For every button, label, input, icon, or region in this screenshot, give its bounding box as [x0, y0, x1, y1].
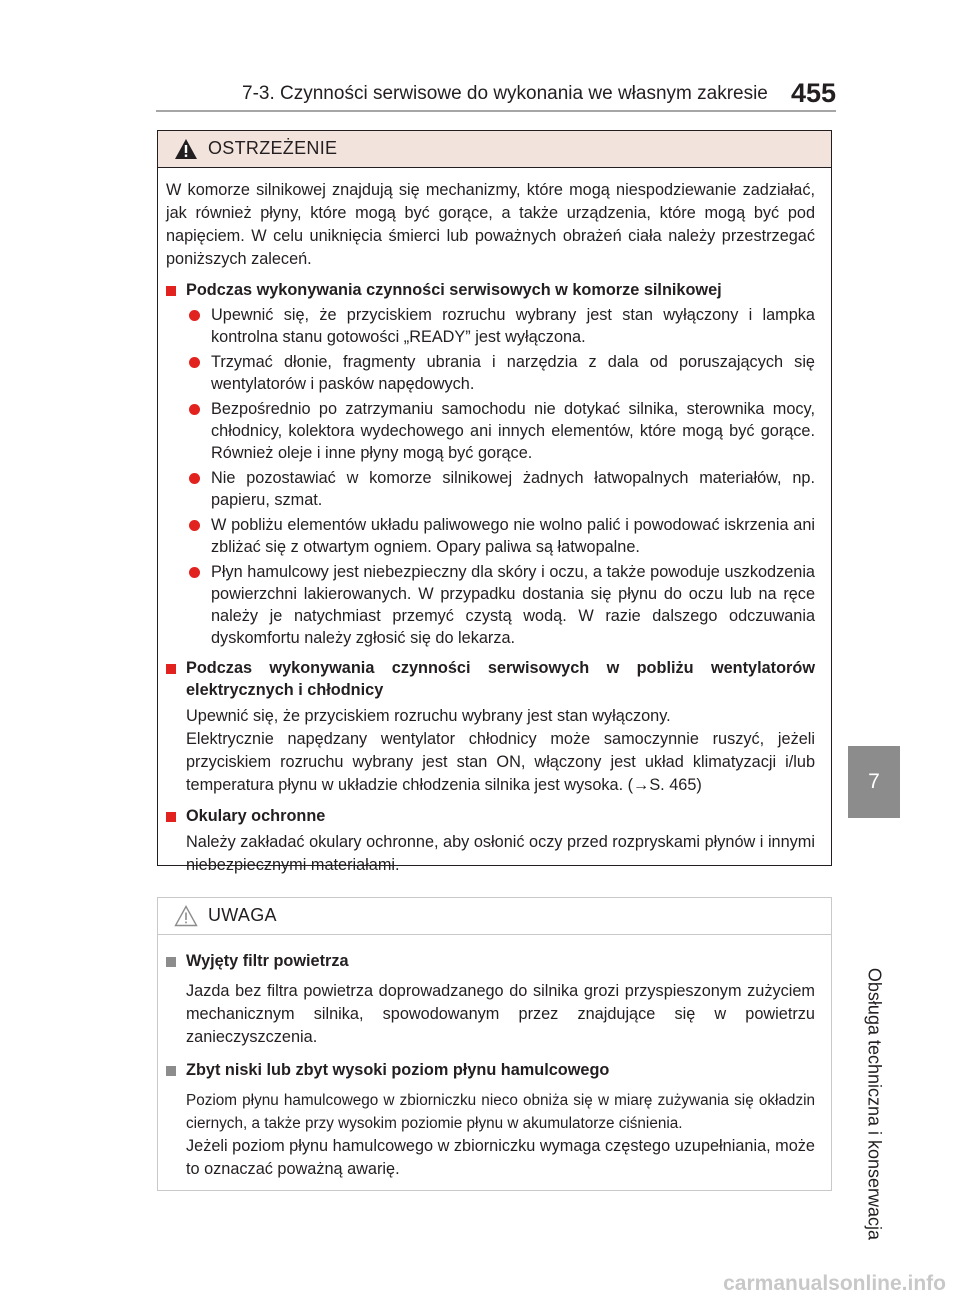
bullet-item: Nie pozostawiać w komorze silnikowej żad…	[186, 467, 815, 511]
bullet-item: Bezpośrednio po zatrzymaniu samochodu ni…	[186, 398, 815, 464]
bullet-item: W pobliżu elementów układu paliwowego ni…	[186, 514, 815, 558]
red-dot-icon	[189, 520, 200, 531]
section-body: Upewnić się, że przyciskiem rozruchu wyb…	[186, 707, 671, 725]
notice-title: UWAGA	[208, 905, 277, 925]
chapter-tab-number: 7	[848, 746, 900, 818]
red-dot-icon	[189, 567, 200, 578]
section-body: Jeżeli poziom płynu hamulcowego w zbiorn…	[186, 1137, 815, 1178]
page-header: 7-3. Czynności serwisowe do wykonania we…	[156, 78, 836, 112]
red-square-icon	[166, 286, 176, 296]
warning-triangle-icon	[175, 139, 197, 159]
red-dot-icon	[189, 310, 200, 321]
warning-section-2: Podczas wykonywania czynności serwisowyc…	[166, 657, 815, 797]
section-body: Elektrycznie napędzany wentylator chłodn…	[186, 730, 815, 794]
page-number: 455	[790, 78, 836, 108]
notice-section-2: Zbyt niski lub zbyt wysoki poziom płynu …	[166, 1059, 815, 1181]
warning-box: OSTRZEŻENIE W komorze silnikowej znajduj…	[157, 130, 832, 874]
red-dot-icon	[189, 357, 200, 368]
section-body: Należy zakładać okulary ochronne, aby os…	[186, 833, 815, 874]
chapter-title: 7-3. Czynności serwisowe do wykonania we…	[242, 83, 768, 104]
section-body: Jazda bez filtra powietrza doprowadzaneg…	[186, 982, 815, 1046]
caution-triangle-icon	[174, 905, 198, 927]
bullet-item: Trzymać dłonie, fragmenty ubrania i narz…	[186, 351, 815, 395]
bullet-text: Upewnić się, że przyciskiem rozruchu wyb…	[211, 306, 815, 346]
gray-square-icon	[166, 957, 176, 967]
notice-section-1: Wyjęty filtr powietrza Jazda bez filtra …	[166, 950, 815, 1049]
bullet-text: Nie pozostawiać w komorze silnikowej żad…	[211, 469, 815, 509]
warning-section-1: Podczas wykonywania czynności serwisowyc…	[166, 279, 815, 649]
section-heading: Zbyt niski lub zbyt wysoki poziom płynu …	[186, 1061, 610, 1079]
bullet-text: Płyn hamulcowy jest niebezpieczny dla sk…	[211, 563, 815, 647]
gray-square-icon	[166, 1066, 176, 1076]
warning-intro: W komorze silnikowej znajdują się mechan…	[166, 181, 815, 268]
warning-content: W komorze silnikowej znajdują się mechan…	[166, 179, 815, 877]
section-heading: Wyjęty filtr powietrza	[186, 952, 349, 970]
warning-title: OSTRZEŻENIE	[208, 138, 338, 158]
red-dot-icon	[189, 404, 200, 415]
section-heading: Podczas wykonywania czynności serwisowyc…	[186, 659, 815, 699]
bullet-text: W pobliżu elementów układu paliwowego ni…	[211, 516, 815, 556]
notice-box: UWAGA Wyjęty filtr powietrza Jazda bez f…	[157, 897, 832, 1191]
red-square-icon	[166, 812, 176, 822]
red-square-icon	[166, 664, 176, 674]
notice-header: UWAGA	[158, 898, 831, 935]
warning-header: OSTRZEŻENIE	[158, 131, 831, 168]
section-heading: Okulary ochronne	[186, 807, 326, 825]
red-dot-icon	[189, 473, 200, 484]
bullet-item: Upewnić się, że przyciskiem rozruchu wyb…	[186, 304, 815, 348]
chapter-tab-label-text: Obsługa techniczna i konserwacja	[864, 967, 885, 1241]
watermark: carmanualsonline.info	[723, 1272, 946, 1295]
notice-content: Wyjęty filtr powietrza Jazda bez filtra …	[166, 950, 815, 1181]
bullet-text: Trzymać dłonie, fragmenty ubrania i narz…	[211, 353, 815, 393]
section-body: Poziom płynu hamulcowego w zbiorniczku n…	[186, 1092, 815, 1132]
bullet-text: Bezpośrednio po zatrzymaniu samochodu ni…	[211, 400, 815, 462]
section-heading: Podczas wykonywania czynności serwisowyc…	[186, 281, 722, 299]
warning-section-3: Okulary ochronne Należy zakładać okulary…	[166, 805, 815, 877]
bullet-item: Płyn hamulcowy jest niebezpieczny dla sk…	[186, 561, 815, 649]
